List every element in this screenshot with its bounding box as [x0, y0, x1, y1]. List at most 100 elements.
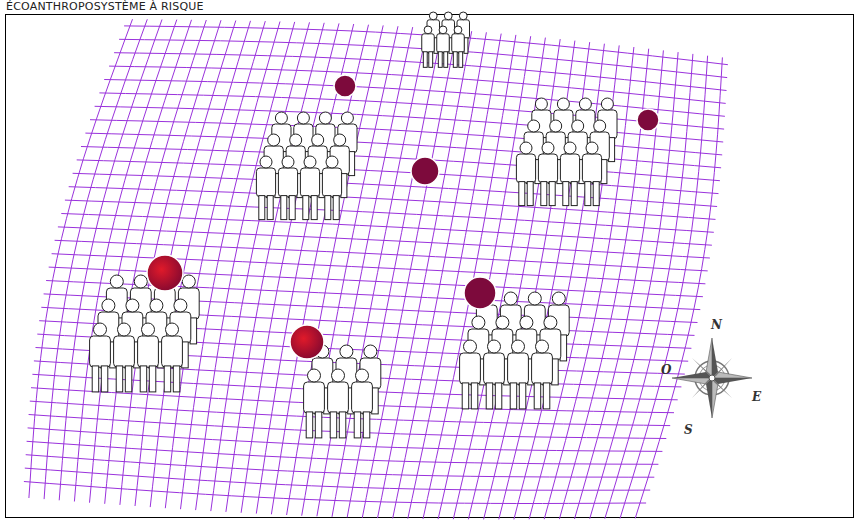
- person-leg: [92, 366, 99, 392]
- person-leg: [423, 52, 427, 68]
- frame: [6, 15, 854, 518]
- person-leg: [259, 196, 265, 220]
- person-body: [532, 353, 553, 384]
- person-leg: [330, 412, 337, 438]
- population-group: [516, 98, 617, 206]
- person-head: [260, 156, 272, 168]
- person-head: [290, 134, 302, 146]
- person-head: [126, 299, 139, 312]
- person-leg: [549, 182, 555, 206]
- person-head: [364, 345, 377, 358]
- person-head: [182, 275, 195, 288]
- person-leg: [593, 182, 599, 206]
- person-head: [504, 292, 517, 305]
- compass-letter: O: [661, 363, 671, 377]
- grid-line: [65, 200, 714, 232]
- person-head: [528, 120, 540, 132]
- person-leg: [325, 196, 331, 220]
- risk-dot: [290, 325, 324, 359]
- grid-line: [590, 52, 678, 519]
- grid-line: [95, 106, 724, 142]
- person-head: [557, 98, 569, 110]
- risk-dot: [637, 109, 659, 131]
- person-head: [496, 316, 509, 329]
- person-leg: [429, 52, 433, 68]
- grid-line: [105, 20, 207, 504]
- grid-line: [484, 41, 575, 520]
- grid-line: [29, 415, 667, 439]
- person-leg: [453, 52, 457, 68]
- person-head: [488, 340, 501, 353]
- person-head: [110, 275, 123, 288]
- person-head: [142, 323, 155, 336]
- person-leg: [289, 196, 295, 220]
- person-leg: [363, 412, 370, 438]
- person-leg: [571, 182, 577, 206]
- compass-rose: [672, 338, 752, 418]
- person-head: [268, 134, 280, 146]
- person-leg: [459, 52, 463, 68]
- risk-dot: [411, 157, 439, 185]
- person-head: [424, 26, 432, 34]
- diagram-title: ÉCOANTHROPOSYSTÈME À RISQUE: [6, 0, 204, 13]
- person-leg: [510, 383, 517, 409]
- person-head: [340, 345, 353, 358]
- person-head: [535, 98, 547, 110]
- person-body: [114, 336, 135, 367]
- person-head: [102, 299, 115, 312]
- person-body: [538, 154, 557, 183]
- grid-line: [81, 147, 720, 181]
- person-body: [508, 353, 529, 384]
- person-head: [552, 292, 565, 305]
- risk-dot: [147, 255, 183, 291]
- person-leg: [495, 383, 502, 409]
- grid-line: [59, 20, 162, 501]
- person-head: [297, 112, 309, 124]
- grid-line: [69, 187, 716, 220]
- person-leg: [339, 412, 346, 438]
- person-head: [118, 323, 131, 336]
- person-body: [162, 336, 183, 367]
- person-head: [166, 323, 179, 336]
- person-body: [138, 336, 159, 367]
- person-leg: [267, 196, 273, 220]
- person-head: [356, 369, 369, 382]
- population-group: [422, 12, 470, 67]
- person-body: [484, 353, 505, 384]
- person-head: [564, 142, 576, 154]
- person-head: [550, 120, 562, 132]
- person-head: [572, 120, 584, 132]
- person-body: [460, 353, 481, 384]
- person-head: [586, 142, 598, 154]
- person-leg: [333, 196, 339, 220]
- person-leg: [541, 182, 547, 206]
- person-head: [134, 275, 147, 288]
- grid-line: [27, 441, 659, 464]
- person-head: [544, 316, 557, 329]
- population-groups: [90, 12, 617, 438]
- person-leg: [140, 366, 147, 392]
- person-head: [542, 142, 554, 154]
- person-body: [452, 34, 464, 53]
- grid-line: [109, 66, 726, 103]
- person-leg: [149, 366, 156, 392]
- person-head: [275, 112, 287, 124]
- person-body: [90, 336, 111, 367]
- person-head: [520, 316, 533, 329]
- person-head: [312, 134, 324, 146]
- person-body: [352, 382, 373, 413]
- person-head: [459, 12, 467, 20]
- person-leg: [116, 366, 123, 392]
- population-group: [304, 345, 381, 438]
- person-leg: [444, 52, 448, 68]
- person-body: [256, 168, 275, 197]
- person-body: [437, 34, 449, 53]
- person-head: [174, 299, 187, 312]
- risk-dot: [464, 277, 496, 309]
- grid-line: [302, 26, 398, 516]
- compass-letter: S: [684, 423, 693, 437]
- person-leg: [527, 182, 533, 206]
- person-leg: [311, 196, 317, 220]
- grid-line: [635, 57, 722, 518]
- person-head: [334, 134, 346, 146]
